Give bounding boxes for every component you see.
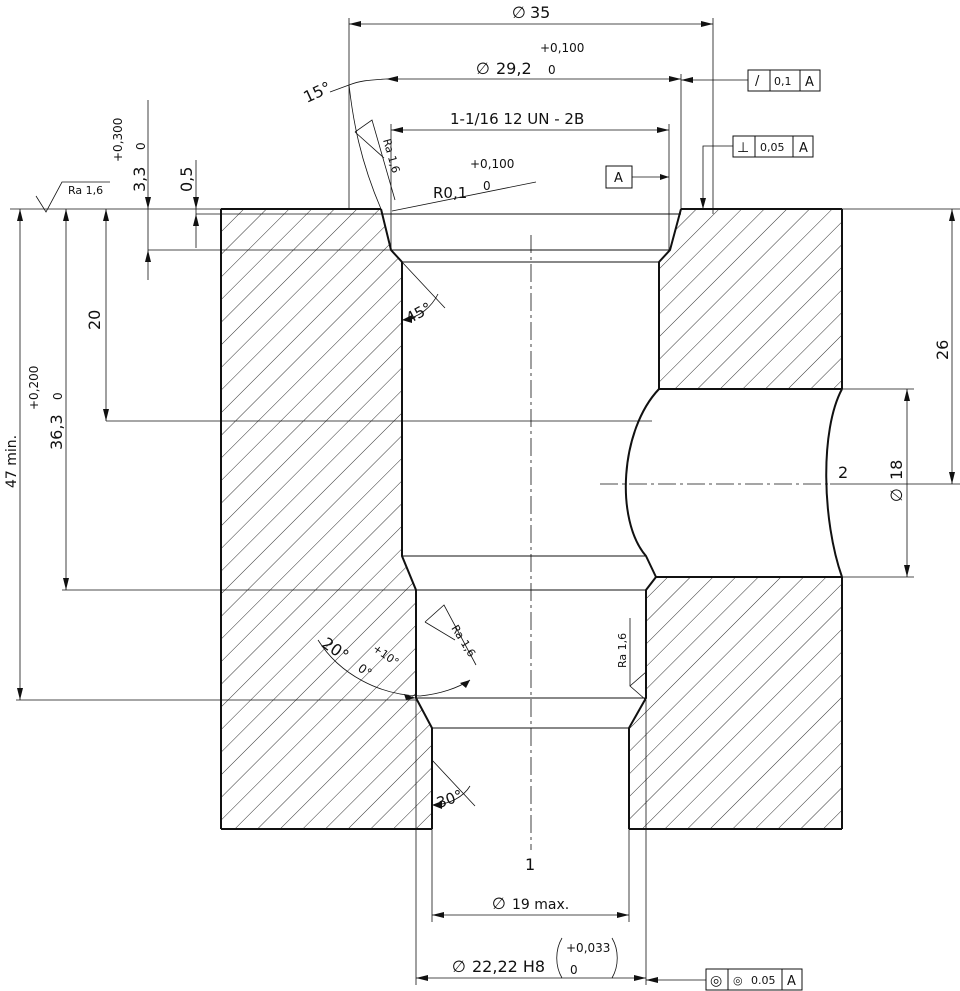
- dimension-thread: 1-1/16 12 UN - 2B: [390, 110, 670, 250]
- radius-lower-tol: 0: [483, 179, 491, 193]
- parallel-value: 0,1: [774, 75, 792, 88]
- d47-value: 47 min.: [4, 435, 20, 488]
- left-material-hatch: [221, 209, 432, 829]
- dia35-value: 35: [530, 3, 550, 22]
- perpendicularity-frame: ⊥ 0,05 A: [700, 135, 814, 209]
- angle-15-label: 15°: [300, 78, 334, 107]
- dimension-20: 20: [85, 209, 652, 422]
- dia2222-upper-tol: +0,033: [566, 941, 610, 955]
- dimension-3-3: 3,3 +0,300 0: [111, 100, 391, 280]
- dimension-dia35: ∅ 35: [348, 3, 714, 214]
- surface-bore-roughness: Ra 1,6: [616, 618, 647, 701]
- ra-bore-label: Ra 1,6: [616, 633, 629, 668]
- coaxiality-frame: ◎ ◎ 0.05 A: [646, 968, 803, 991]
- dimension-36-3: 36,3 +0,200 0: [27, 209, 416, 591]
- d33-value: 3,3: [130, 167, 149, 192]
- dia19-value: 19 max.: [512, 897, 569, 913]
- dia18-value: 18: [887, 460, 906, 480]
- angle-30: 30°: [431, 759, 476, 812]
- d33-upper-tol: +0,300: [111, 118, 125, 162]
- coax-small-symbol: ◎: [733, 974, 743, 987]
- perp-value: 0,05: [760, 141, 785, 154]
- d363-upper-tol: +0,200: [27, 366, 41, 410]
- dia2222-value: 22,22 H8: [472, 957, 545, 976]
- dimension-angle-15: 15°: [300, 78, 382, 210]
- dimension-0-5: 0,5: [177, 160, 381, 248]
- angle-45-label: 45°: [403, 299, 435, 327]
- dimension-dia29: ∅ 29,2 +0,100 0: [348, 41, 682, 209]
- angle-20-lower: 0°: [355, 661, 374, 680]
- right-upper-material-hatch: [659, 209, 842, 389]
- parallelism-frame: / 0,1 A: [681, 69, 821, 92]
- surface-top-roughness: Ra 1,6: [35, 181, 110, 213]
- d363-value: 36,3: [47, 414, 66, 450]
- dia19-symbol: ∅: [492, 894, 506, 913]
- side-port-intersection: [624, 388, 660, 578]
- port-1-label: 1: [525, 855, 535, 874]
- dia2222-symbol: ∅: [452, 957, 466, 976]
- side-port-break: [825, 388, 843, 578]
- radius-value: R0,1: [433, 184, 467, 202]
- coax-symbol: ◎: [710, 973, 722, 989]
- surface-cone-roughness: Ra 1,6: [424, 604, 478, 666]
- thread-label: 1-1/16 12 UN - 2B: [450, 110, 584, 128]
- datum-a-label: A: [614, 171, 623, 186]
- right-lower-material-hatch: [629, 577, 842, 829]
- dia18-symbol: ∅: [887, 488, 906, 502]
- dimension-26: 26: [830, 208, 960, 485]
- dimension-dia18: ∅ 18: [842, 388, 914, 578]
- dimension-47: 47 min.: [4, 209, 416, 701]
- datum-a: A: [605, 165, 669, 189]
- ra-top-label: Ra 1,6: [68, 184, 103, 197]
- dimension-dia19: ∅ 19 max.: [431, 829, 630, 922]
- dia2222-lower-tol: 0: [570, 963, 578, 977]
- radius-upper-tol: +0,100: [470, 157, 514, 171]
- angle-45: 45°: [401, 261, 446, 327]
- part-section: [220, 208, 843, 850]
- dia29-lower-tol: 0: [548, 63, 556, 77]
- dimension-radius: R0,1 +0,100 0: [391, 157, 537, 212]
- bore-left-profile: [380, 208, 433, 829]
- dia35-symbol: ∅: [512, 3, 526, 22]
- perp-symbol: ⊥: [737, 140, 749, 156]
- dia29-upper-tol: +0,100: [540, 41, 584, 55]
- dimension-dia2222: ∅ 22,22 H8 +0,033 0: [415, 700, 647, 985]
- bore-right-upper-profile: [658, 208, 682, 389]
- parallel-datum: A: [805, 75, 814, 90]
- dia29-value: 29,2: [496, 59, 532, 78]
- surface-chamfer-roughness: Ra 1,6: [354, 119, 402, 201]
- parallel-symbol: /: [755, 74, 760, 89]
- coax-datum: A: [787, 974, 796, 989]
- ra-cone-label: Ra 1,6: [448, 623, 478, 660]
- d26-value: 26: [933, 340, 952, 360]
- d20-value: 20: [85, 310, 104, 330]
- perp-datum: A: [799, 141, 808, 156]
- dia29-symbol: ∅: [476, 59, 490, 78]
- ra-chamfer-label: Ra 1,6: [380, 137, 402, 174]
- coax-value: 0.05: [751, 974, 776, 987]
- d33-lower-tol: 0: [134, 142, 148, 150]
- port-2-label: 2: [838, 463, 848, 482]
- d05-value: 0,5: [177, 167, 196, 192]
- d363-lower-tol: 0: [51, 392, 65, 400]
